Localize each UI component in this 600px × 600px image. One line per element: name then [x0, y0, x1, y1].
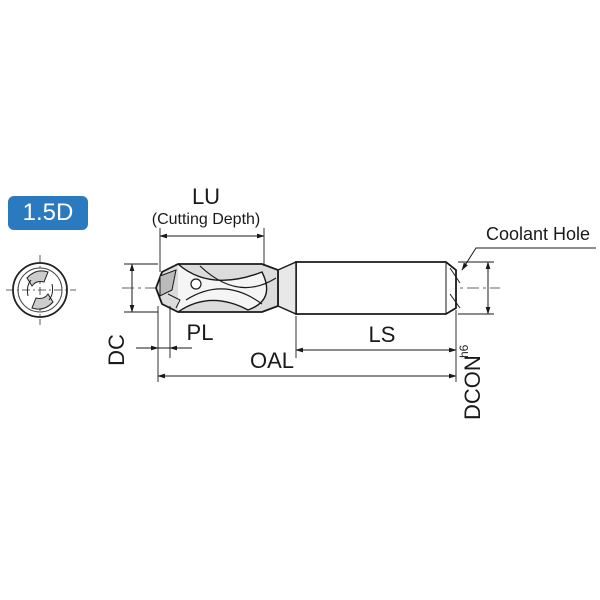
dimension-labels: LU (Cutting Depth) Coolant Hole PL LS OA… — [104, 184, 590, 420]
dcon-label: DCON — [460, 355, 485, 420]
diameter-ratio-badge: 1.5D — [8, 196, 88, 230]
coolant-hole-label: Coolant Hole — [486, 224, 590, 244]
end-view — [6, 255, 76, 325]
lu-label: LU — [192, 184, 220, 209]
dc-label: DC — [104, 334, 129, 366]
oal-label: OAL — [250, 348, 294, 373]
dcon-tolerance-label: h6 — [457, 344, 471, 358]
lu-note-label: (Cutting Depth) — [152, 211, 261, 228]
pl-label: PL — [187, 320, 214, 345]
drill-body — [122, 260, 500, 316]
dimension-arrows — [129, 233, 596, 379]
ls-label: LS — [369, 322, 396, 347]
